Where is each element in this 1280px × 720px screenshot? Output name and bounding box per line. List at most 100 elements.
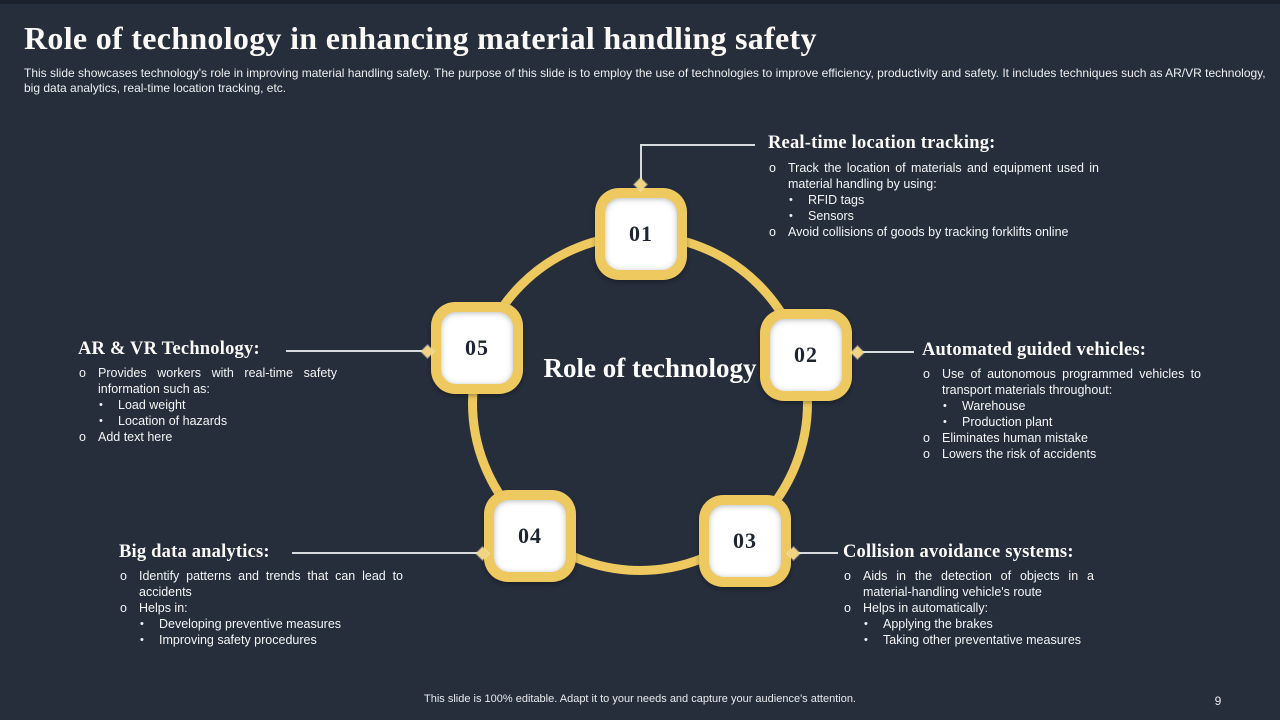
bullet-item: o Use of autonomous programmed vehicles …: [923, 366, 1201, 398]
connector-line-05: [286, 350, 427, 352]
bullet-text: Use of autonomous programmed vehicles to…: [942, 367, 1201, 397]
bullet-item: • Improving safety procedures: [140, 632, 403, 648]
bullet-marker: o: [844, 601, 851, 615]
bullet-marker: •: [864, 634, 868, 646]
bullet-marker: o: [120, 601, 127, 615]
bullet-marker: o: [923, 447, 930, 461]
bullet-marker: •: [140, 634, 144, 646]
bullet-text: Helps in:: [139, 601, 188, 615]
bullet-marker: •: [140, 618, 144, 630]
bullet-text: Identify patterns and trends that can le…: [139, 569, 403, 599]
node-03: 03: [699, 495, 791, 587]
bullet-marker: o: [769, 161, 776, 175]
bullet-item: o Helps in automatically:: [844, 600, 1094, 616]
connector-line-03: [795, 552, 838, 554]
bullet-marker: o: [120, 569, 127, 583]
bullet-item: o Lowers the risk of accidents: [923, 446, 1201, 462]
node-05: 05: [431, 302, 523, 394]
page-title: Role of technology in enhancing material…: [24, 20, 817, 56]
bullet-marker: •: [943, 416, 947, 428]
node-number: 04: [518, 523, 542, 548]
bullet-text: Warehouse: [962, 399, 1026, 413]
bullet-item: • Production plant: [943, 414, 1201, 430]
page-subtitle: This slide showcases technology's role i…: [24, 66, 1266, 95]
bullet-marker: •: [99, 399, 103, 411]
bullet-text: Sensors: [808, 209, 854, 223]
bullet-text: Aids in the detection of objects in a ma…: [863, 569, 1094, 599]
node-03-inner: 03: [709, 505, 781, 577]
node-number: 03: [733, 528, 757, 553]
node-04-inner: 04: [494, 500, 566, 572]
bullet-marker: o: [79, 430, 86, 444]
node-number: 01: [629, 221, 653, 246]
bullet-marker: o: [769, 225, 776, 239]
bullet-text: Developing preventive measures: [159, 617, 342, 631]
bullet-text: Eliminates human mistake: [942, 431, 1088, 445]
node-04: 04: [484, 490, 576, 582]
page-number: 9: [1214, 694, 1222, 708]
bullet-marker: •: [789, 194, 793, 206]
bullet-text: Location of hazards: [118, 414, 228, 428]
bullet-text: Taking other preventative measures: [883, 633, 1082, 647]
node-01: 01: [595, 188, 687, 280]
node-01-inner: 01: [605, 198, 677, 270]
connector-line-02: [860, 351, 914, 353]
bullet-text: Avoid collisions of goods by tracking fo…: [788, 225, 1069, 239]
bullet-marker: •: [864, 618, 868, 630]
node-02-inner: 02: [770, 319, 842, 391]
slide-top-edge: [0, 0, 1280, 4]
bullet-item: • Load weight: [99, 397, 337, 413]
section-body-real-time-location-tracking: o Track the location of materials and eq…: [769, 160, 1099, 240]
bullet-text: Add text here: [98, 430, 173, 444]
diagram-center-label: Role of technology: [543, 353, 757, 383]
bullet-item: • Taking other preventative measures: [864, 632, 1094, 648]
node-05-inner: 05: [441, 312, 513, 384]
section-heading-real-time-location-tracking: Real-time location tracking:: [768, 133, 996, 153]
section-heading-automated-guided-vehicles: Automated guided vehicles:: [922, 340, 1147, 360]
bullet-text: Lowers the risk of accidents: [942, 447, 1097, 461]
connector-line-01-horizontal: [641, 144, 755, 146]
node-number: 05: [465, 335, 489, 360]
bullet-marker: o: [923, 431, 930, 445]
section-body-big-data-analytics: o Identify patterns and trends that can …: [120, 568, 403, 648]
section-body-ar-vr-technology: o Provides workers with real-time safety…: [79, 365, 337, 445]
section-body-automated-guided-vehicles: o Use of autonomous programmed vehicles …: [923, 366, 1201, 462]
bullet-item: • Warehouse: [943, 398, 1201, 414]
bullet-text: RFID tags: [808, 193, 865, 207]
bullet-item: • Developing preventive measures: [140, 616, 403, 632]
bullet-marker: •: [943, 400, 947, 412]
section-heading-collision-avoidance-systems: Collision avoidance systems:: [843, 542, 1074, 562]
bullet-item: o Provides workers with real-time safety…: [79, 365, 337, 397]
bullet-item: o Eliminates human mistake: [923, 430, 1201, 446]
bullet-text: Helps in automatically:: [863, 601, 989, 615]
bullet-item: • Applying the brakes: [864, 616, 1094, 632]
bullet-item: o Add text here: [79, 429, 337, 445]
bullet-item: o Helps in:: [120, 600, 403, 616]
bullet-item: • Location of hazards: [99, 413, 337, 429]
bullet-marker: o: [844, 569, 851, 583]
bullet-text: Load weight: [118, 398, 186, 412]
section-body-collision-avoidance-systems: o Aids in the detection of objects in a …: [844, 568, 1094, 648]
bullet-item: • Sensors: [789, 208, 1099, 224]
bullet-text: Track the location of materials and equi…: [788, 161, 1099, 191]
bullet-marker: •: [99, 415, 103, 427]
section-heading-big-data-analytics: Big data analytics:: [119, 542, 270, 562]
node-number: 02: [794, 342, 818, 367]
bullet-item: o Aids in the detection of objects in a …: [844, 568, 1094, 600]
bullet-item: o Avoid collisions of goods by tracking …: [769, 224, 1099, 240]
node-02: 02: [760, 309, 852, 401]
connector-line-04: [292, 552, 482, 554]
bullet-text: Provides workers with real-time safety i…: [98, 366, 337, 396]
connector-diamond-02-icon: [851, 346, 864, 359]
footer-note: This slide is 100% editable. Adapt it to…: [424, 693, 856, 705]
bullet-item: • RFID tags: [789, 192, 1099, 208]
connector-line-01-vertical: [640, 144, 642, 184]
bullet-marker: o: [79, 366, 86, 380]
bullet-text: Improving safety procedures: [159, 633, 317, 647]
bullet-marker: o: [923, 367, 930, 381]
bullet-item: o Track the location of materials and eq…: [769, 160, 1099, 192]
bullet-item: o Identify patterns and trends that can …: [120, 568, 403, 600]
bullet-text: Production plant: [962, 415, 1053, 429]
section-heading-ar-vr-technology: AR & VR Technology:: [78, 339, 260, 359]
